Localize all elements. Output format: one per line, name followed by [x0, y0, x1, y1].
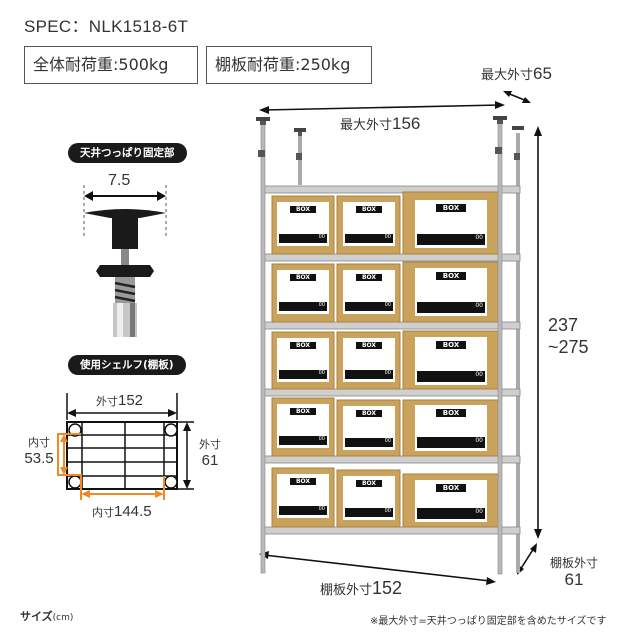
outer-width-value: 152: [118, 392, 144, 409]
box-brand: BOX: [290, 274, 316, 281]
box-number: 00: [345, 508, 393, 517]
box-number: 00: [345, 234, 393, 243]
box-label: BOX 00: [415, 200, 487, 248]
box-label: BOX 00: [277, 202, 329, 246]
box-brand: BOX: [356, 342, 382, 349]
shelf-3: [261, 321, 521, 330]
rack-back-posts: [294, 126, 524, 573]
outer-depth-prefix: 外寸: [199, 439, 221, 451]
max-width-dimension: 最大外寸156: [340, 114, 420, 134]
shelf-plan-label: 使用シェルフ(棚板): [68, 355, 186, 375]
outer-depth-value: 61: [201, 452, 219, 469]
box-number: 00: [417, 437, 485, 448]
box-brand: BOX: [290, 408, 316, 415]
box-number: 00: [279, 370, 327, 379]
box-brand: BOX: [436, 341, 466, 349]
box-label: BOX 00: [343, 406, 395, 450]
box-number: 00: [417, 508, 485, 519]
inner-depth-prefix: 内寸: [28, 437, 50, 449]
box-brand: BOX: [356, 206, 382, 213]
rack-shelves: [261, 185, 521, 535]
box-label: BOX 00: [277, 270, 329, 314]
height-min-value: 237: [548, 315, 579, 335]
shelf-2: [261, 253, 521, 262]
box-brand: BOX: [436, 409, 466, 417]
box-label: BOX 00: [343, 202, 395, 246]
inner-width-prefix: 内寸: [92, 507, 114, 519]
size-label: サイズ: [20, 610, 53, 623]
box-brand: BOX: [356, 480, 382, 487]
box-brand: BOX: [356, 274, 382, 281]
height-dimension: 237 ~275: [548, 314, 589, 358]
box-label: BOX 00: [277, 338, 329, 382]
shelf-width-prefix: 棚板外寸: [320, 582, 373, 597]
box-brand: BOX: [436, 204, 466, 212]
outer-width-dimension: 外寸152: [96, 392, 143, 410]
box-number: 00: [279, 302, 327, 311]
max-depth-dimension: 最大外寸65: [481, 64, 552, 84]
shelf-4: [261, 388, 521, 397]
shelf-load-badge: 棚板耐荷重:250kg: [206, 46, 372, 84]
box-label: BOX 00: [415, 405, 487, 451]
box-number: 00: [345, 370, 393, 379]
spec-title: SPEC：NLK1518-6T: [24, 17, 189, 36]
box-number: 00: [345, 438, 393, 447]
inner-width-value: 144.5: [114, 503, 152, 520]
height-max-value: ~275: [548, 337, 589, 357]
total-load-badge: 全体耐荷重:500kg: [24, 46, 198, 84]
shelf-6: [261, 526, 521, 535]
box-number: 00: [279, 234, 327, 243]
shelf-depth-value: 61: [564, 570, 584, 589]
box-number: 00: [417, 234, 485, 245]
outer-depth-dimension: 外寸 61: [198, 436, 222, 469]
ceiling-fixture-icon: [83, 185, 167, 337]
size-unit: (cm): [52, 613, 74, 623]
shelf-plan-diagram: [57, 393, 194, 500]
box-number: 00: [345, 302, 393, 311]
box-label: BOX 00: [343, 270, 395, 314]
shelf-width-dimension: 棚板外寸152: [320, 578, 402, 599]
box-brand: BOX: [436, 484, 466, 492]
box-label: BOX 00: [343, 476, 395, 520]
shelf-width-value: 152: [372, 578, 403, 598]
box-number: 00: [279, 506, 327, 515]
max-width-prefix: 最大外寸: [340, 117, 393, 132]
box-label: BOX 00: [343, 338, 395, 382]
footnote: ※最大外寸=天井つっぱり固定部を含めたサイズです: [370, 616, 607, 627]
box-label: BOX 00: [277, 474, 329, 518]
box-number: 00: [417, 371, 485, 382]
box-brand: BOX: [290, 206, 316, 213]
max-depth-prefix: 最大外寸: [481, 67, 534, 82]
box-brand: BOX: [356, 410, 382, 417]
box-label: BOX 00: [415, 268, 487, 316]
box-brand: BOX: [290, 478, 316, 485]
rack-dimension-arrows: [259, 91, 542, 585]
outer-width-prefix: 外寸: [96, 396, 118, 408]
box-label: BOX 00: [415, 480, 487, 522]
shelf-depth-dimension: 棚板外寸 61: [542, 554, 606, 589]
ceiling-fixture-label: 天井つっぱり固定部: [68, 143, 187, 163]
shelf-5: [261, 455, 521, 464]
box-label: BOX 00: [415, 337, 487, 385]
max-width-value: 156: [392, 114, 421, 133]
inner-width-dimension: 内寸144.5: [92, 503, 152, 521]
size-caption: サイズ(cm): [20, 605, 73, 624]
inner-depth-dimension: 内寸 53.5: [22, 434, 56, 467]
shelf-depth-prefix: 棚板外寸: [549, 556, 598, 570]
rack-front-posts: [256, 116, 507, 575]
max-depth-value: 65: [533, 64, 552, 83]
fixture-width-value: 7.5: [108, 172, 131, 189]
box-number: 00: [417, 302, 485, 313]
box-number: 00: [279, 436, 327, 445]
box-brand: BOX: [290, 342, 316, 349]
inner-depth-value: 53.5: [24, 450, 54, 467]
box-brand: BOX: [436, 272, 466, 280]
box-label: BOX 00: [277, 404, 329, 448]
